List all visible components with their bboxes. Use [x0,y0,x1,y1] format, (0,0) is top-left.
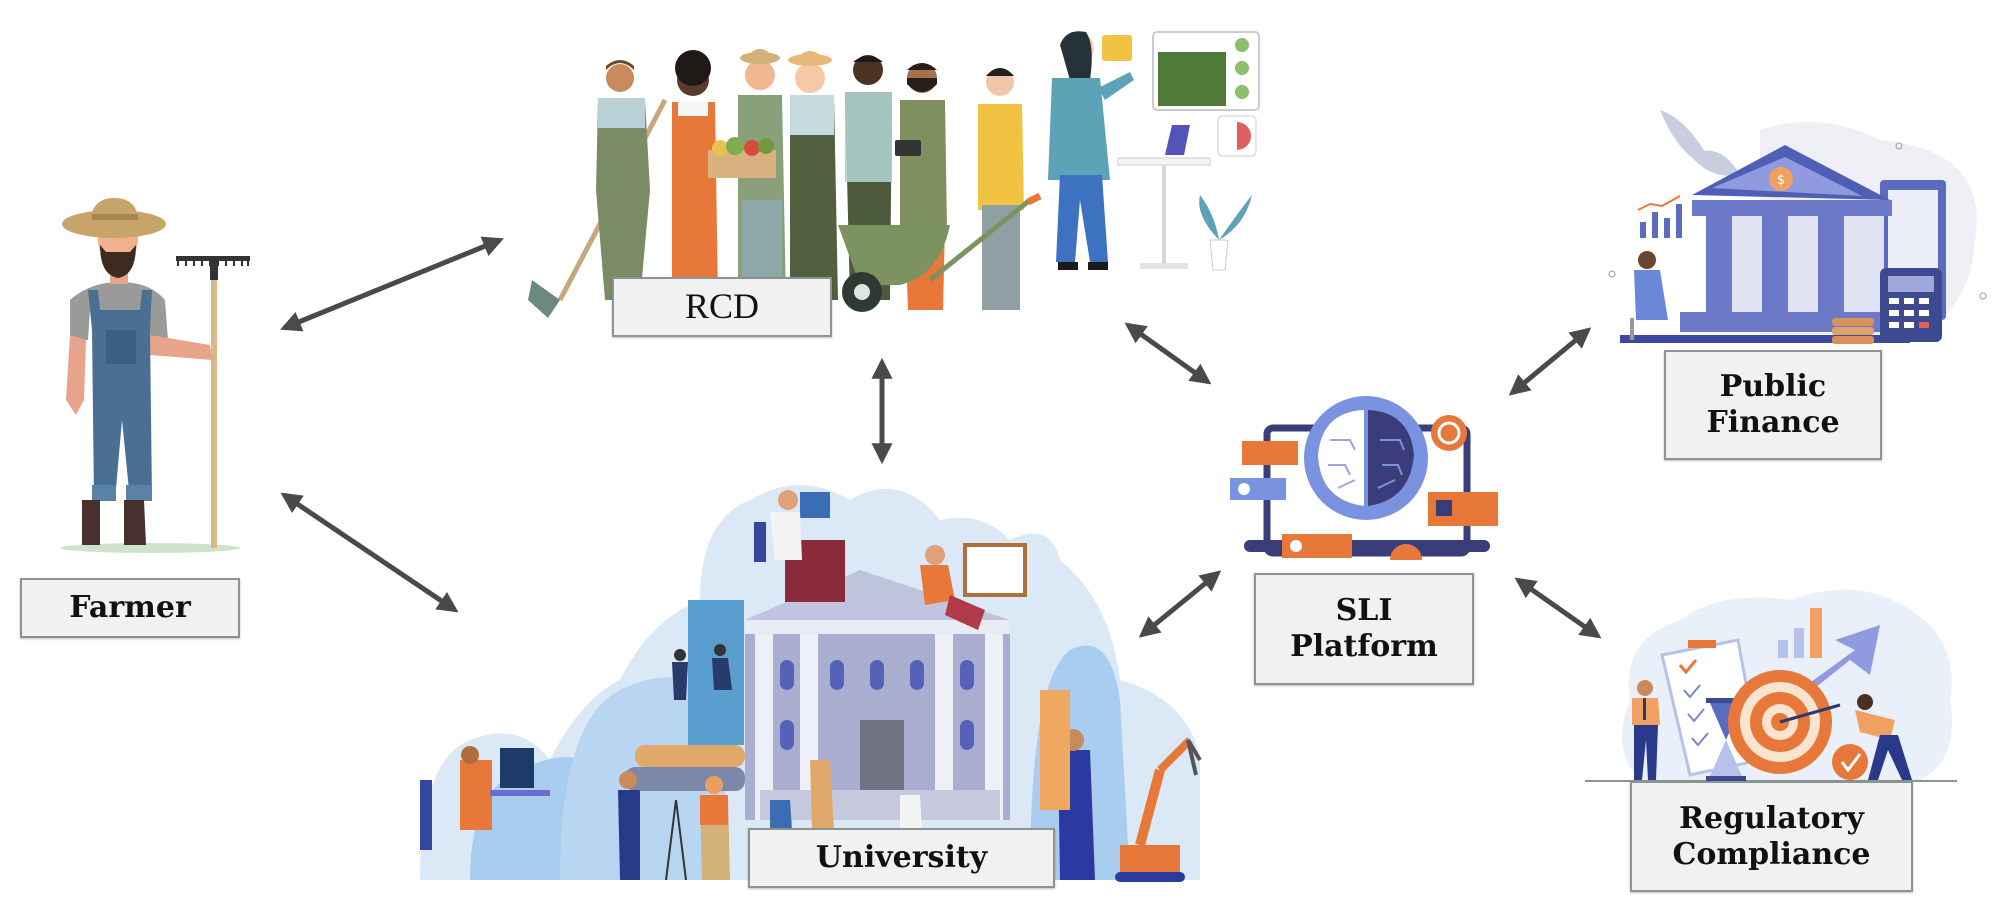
label-line: Farmer [69,590,191,625]
farmer-illustration [60,198,250,553]
node-label-sli-platform: SLI Platform [1254,573,1474,685]
node-label-farmer: Farmer [20,578,240,638]
node-label-rcd: RCD [612,277,832,337]
node-label-public-finance: Public Finance [1664,350,1882,460]
arrow-university-sli [1138,570,1222,638]
label-line: Platform [1290,629,1438,664]
arrow-sli-regulatory [1514,577,1602,639]
label-line: Finance [1706,405,1840,440]
arrow-rcd-sli [1124,322,1212,385]
arrow-farmer-rcd [280,236,504,332]
label-line: Compliance [1672,836,1871,872]
sli-illustration [1230,396,1498,560]
label-line: SLI [1335,593,1393,628]
arrow-sli-finance [1508,327,1592,396]
svg-text:$: $ [1777,173,1785,188]
node-label-university: University [748,828,1055,888]
rcd-illustration [528,31,1260,318]
label-line: Public [1719,369,1827,404]
regulatory-illustration [1585,589,1957,782]
label-line: RCD [684,286,760,327]
label-line: University [815,840,988,875]
university-illustration [420,485,1202,882]
finance-illustration: $ [1608,110,1987,344]
label-line: Regulatory [1679,800,1864,836]
arrow-farmer-university [280,492,459,613]
node-label-regulatory-compliance: Regulatory Compliance [1630,781,1913,892]
